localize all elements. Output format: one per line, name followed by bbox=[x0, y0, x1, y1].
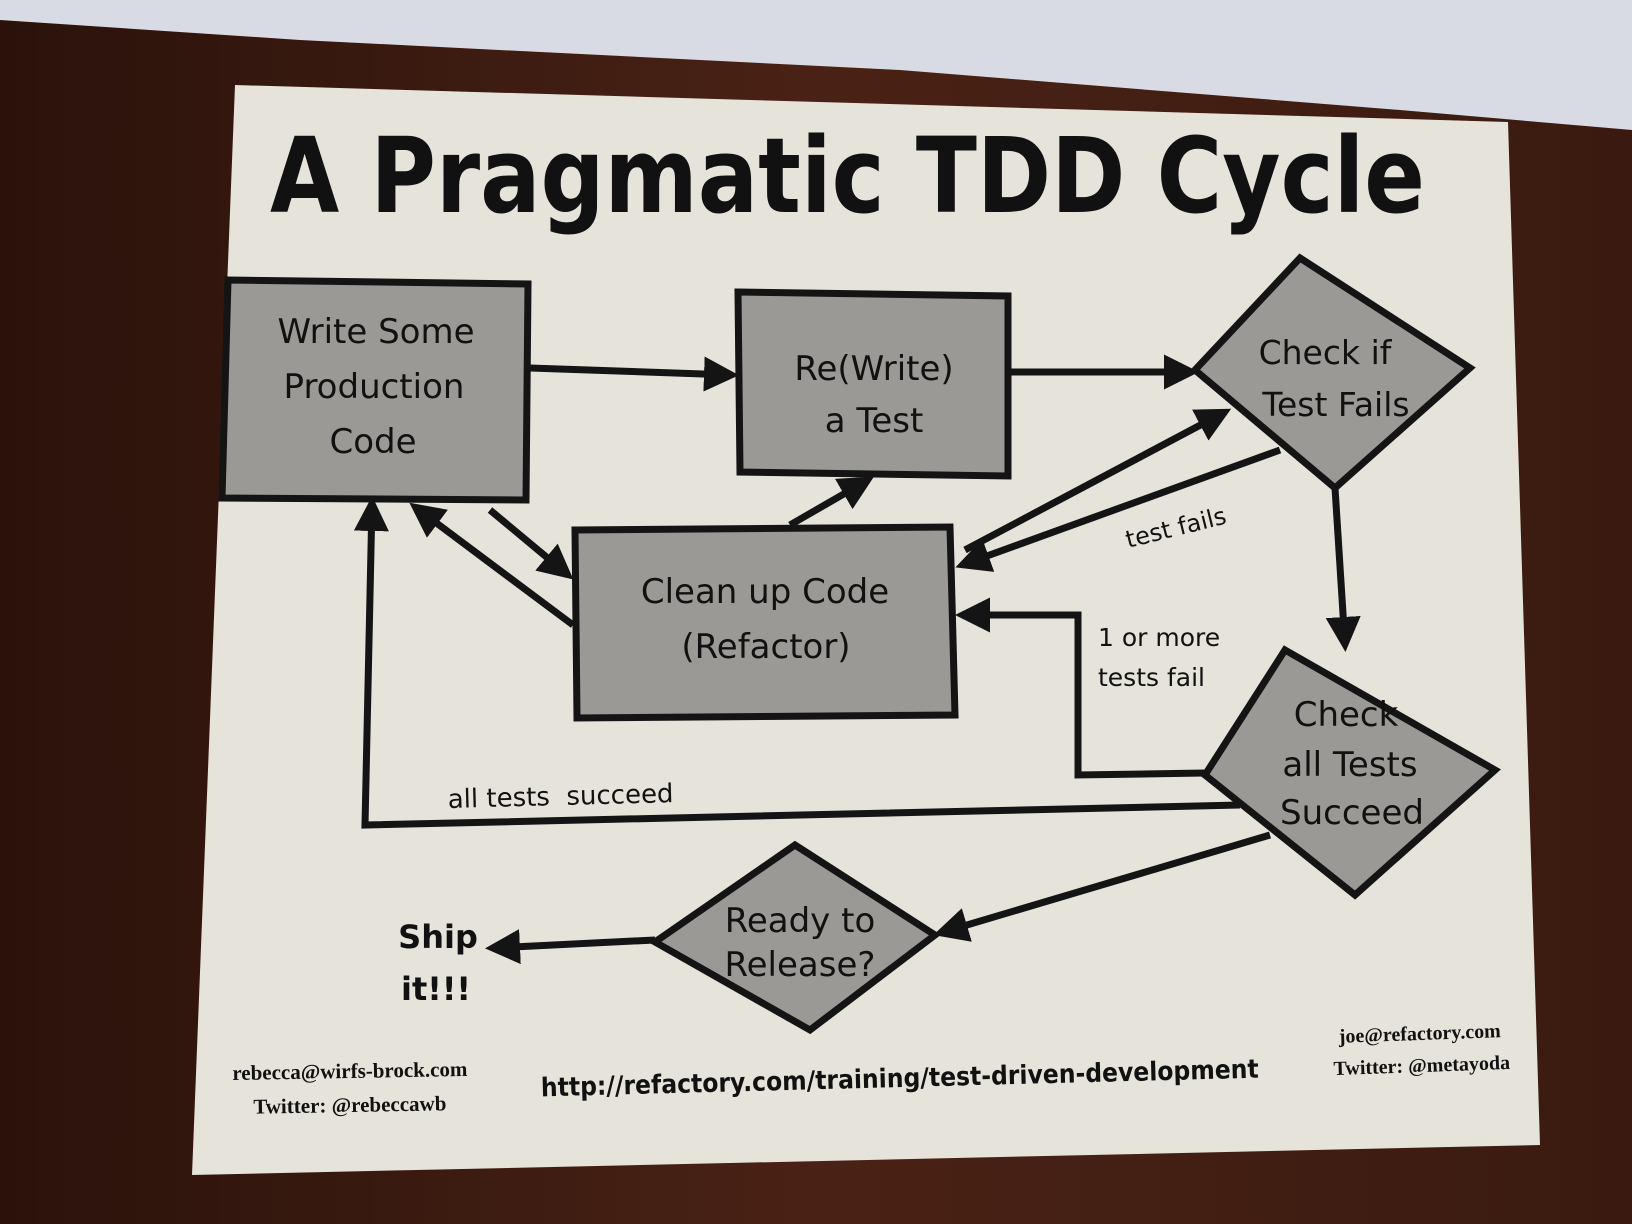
node-ready-release: Ready to Release? bbox=[648, 840, 942, 1035]
footer-left-twitter: Twitter: @rebeccawb bbox=[253, 1091, 446, 1118]
node-label: a Test bbox=[825, 401, 924, 441]
ship-it-label: Ship bbox=[398, 918, 478, 956]
node-check-test-fails: Check if Test Fails bbox=[1189, 253, 1476, 493]
node-label: Write Some bbox=[278, 312, 475, 352]
footer-left-email: rebecca@wirfs-brock.com bbox=[232, 1057, 468, 1085]
arrow-testfails-to-cleanup bbox=[955, 446, 1282, 572]
node-label: Succeed bbox=[1280, 793, 1424, 833]
arrows bbox=[353, 354, 1361, 965]
diagram-title: A Pragmatic TDD Cycle bbox=[270, 115, 1425, 237]
edge-label-more-fail: 1 or more bbox=[1098, 623, 1220, 652]
arrow-fail-to-cleanup bbox=[955, 597, 1206, 779]
edge-label-all-succeed: all tests succeed bbox=[447, 779, 673, 815]
node-label: Check bbox=[1294, 695, 1399, 735]
arrow-cleanup-to-test bbox=[788, 476, 875, 529]
node-label: Re(Write) bbox=[794, 349, 953, 389]
ship-it-label: it!!! bbox=[401, 970, 471, 1008]
arrow-succeed-to-write bbox=[353, 496, 1241, 829]
arrow-release-to-ship bbox=[485, 929, 656, 965]
node-label: Clean up Code bbox=[641, 572, 889, 612]
arrow-check-to-checkall bbox=[1325, 487, 1361, 652]
node-check-all-tests: Check all Tests Succeed bbox=[1200, 645, 1501, 900]
node-label: Check if bbox=[1259, 333, 1393, 372]
node-clean-up: Clean up Code (Refactor) bbox=[571, 523, 959, 722]
node-label: Code bbox=[329, 422, 416, 462]
node-label: Ready to bbox=[725, 901, 876, 941]
edge-label-more-fail: tests fail bbox=[1098, 663, 1205, 692]
node-label: all Tests bbox=[1282, 745, 1417, 785]
node-label: Production bbox=[284, 367, 465, 407]
wall-background bbox=[0, 0, 1632, 130]
arrow-cleanup-to-check bbox=[963, 408, 1232, 554]
arrow-checkall-to-release bbox=[933, 831, 1271, 942]
arrow-write-to-cleanup bbox=[487, 507, 574, 580]
arrow-write-to-test bbox=[529, 356, 739, 392]
node-label: Test Fails bbox=[1261, 385, 1409, 424]
node-rewrite-test: Re(Write) a Test bbox=[734, 288, 1012, 480]
node-label: (Refactor) bbox=[681, 627, 850, 667]
arrow-cleanup-to-write bbox=[409, 502, 576, 628]
node-label: Release? bbox=[725, 945, 876, 985]
node-write-code: Write Some Production Code bbox=[218, 276, 532, 504]
